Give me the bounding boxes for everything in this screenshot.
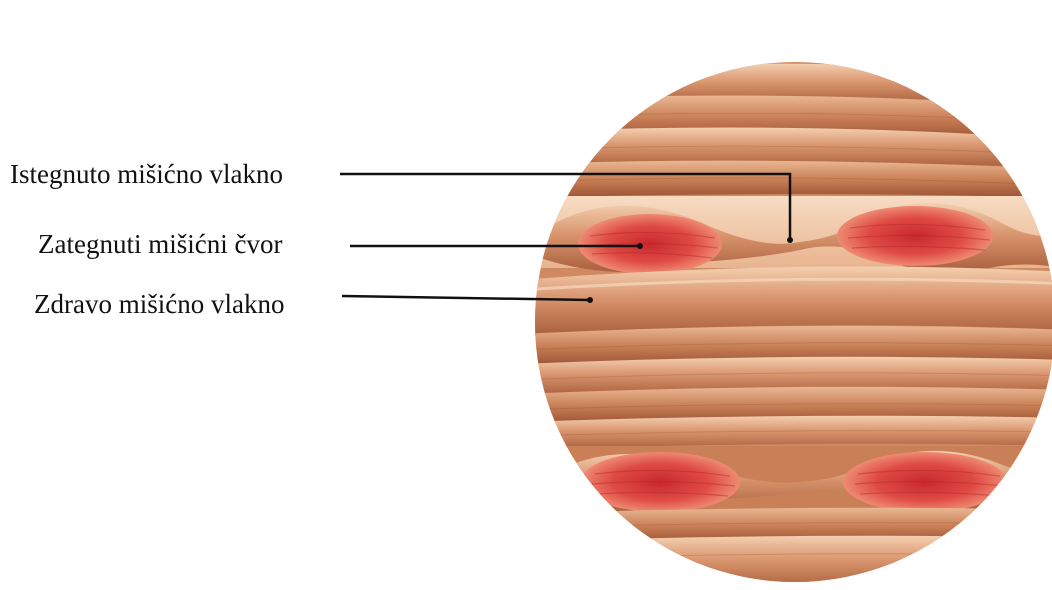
label-tight-muscle-knot: Zategnuti mišićni čvor bbox=[38, 228, 282, 260]
label-stretched-muscle-fiber: Istegnuto mišićno vlakno bbox=[10, 158, 283, 190]
pointer-dot-knot bbox=[637, 243, 643, 249]
pointer-dot-stretched bbox=[787, 237, 793, 243]
muscle-fiber-illustration bbox=[520, 60, 1052, 590]
pointer-dot-healthy bbox=[587, 297, 593, 303]
label-healthy-muscle-fiber: Zdravo mišićno vlakno bbox=[34, 288, 284, 320]
